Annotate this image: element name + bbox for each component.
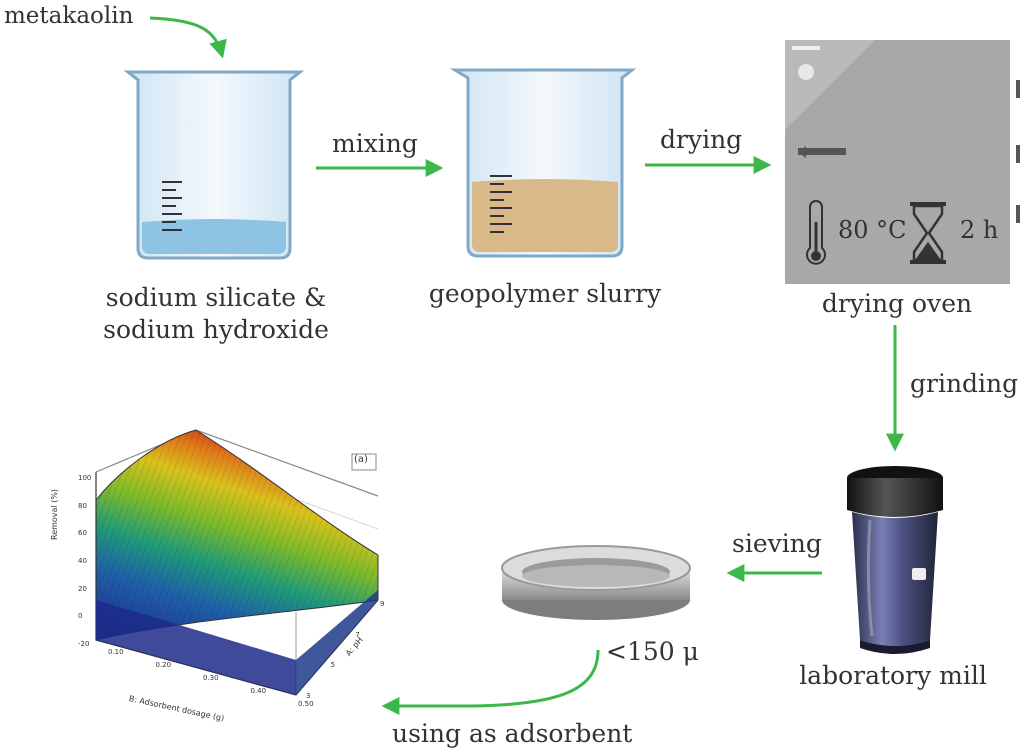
plot-y-tick: 9 [380,600,385,608]
oven-time: 2 h [960,216,999,244]
oven-label: drying oven [821,289,973,318]
drying-label: drying [660,125,743,154]
metakaolin-arrow [149,16,227,59]
plot-x-tick: 0.20 [155,661,172,669]
plot-x-tick: 0.50 [298,700,314,708]
plot-panel-tag: (a) [354,454,368,465]
beaker-2-label: geopolymer slurry [428,279,662,308]
plot-x-tick: 0.40 [250,687,267,695]
oven-temperature: 80 °C [838,216,907,244]
plot-y-tick: 3 [306,692,311,700]
surface-plot [95,429,379,696]
sieve-icon [501,545,691,620]
plot-z-tick: 80 [78,501,87,510]
beaker-2-icon [449,68,637,258]
plot-z-axis-label: Removal (%) [50,488,59,540]
plot-z-tick: 100 [78,474,92,482]
grinding-label: grinding [910,369,1019,398]
mill-icon [847,466,943,654]
plot-y-tick: 7 [355,630,360,639]
beaker-1-icon [123,70,305,260]
plot-z-tick: 40 [78,557,87,565]
plot-y-tick: 5 [330,661,336,670]
beaker-1-label-line2: sodium hydroxide [103,315,329,344]
hourglass-icon [910,202,946,264]
plot-z-tick: 0 [78,612,83,621]
mill-label: laboratory mill [799,661,987,690]
metakaolin-label: metakaolin [4,3,134,29]
plot-z-tick: 60 [78,529,87,538]
plot-z-tick: 20 [78,584,87,593]
thermometer-icon [806,200,826,265]
beaker-1-label-line1: sodium silicate & [105,283,327,312]
oven-icon [785,40,1020,284]
sieving-label: sieving [732,529,822,558]
mixing-label: mixing [332,129,418,158]
plot-x-tick: 0.10 [108,648,124,656]
adsorbent-arrow [381,649,600,715]
using-as-adsorbent-label: using as adsorbent [392,719,633,748]
sieve-size-label: <150 μ [606,637,699,666]
plot-z-tick: -20 [78,640,90,648]
plot-x-tick: 0.30 [203,674,219,682]
